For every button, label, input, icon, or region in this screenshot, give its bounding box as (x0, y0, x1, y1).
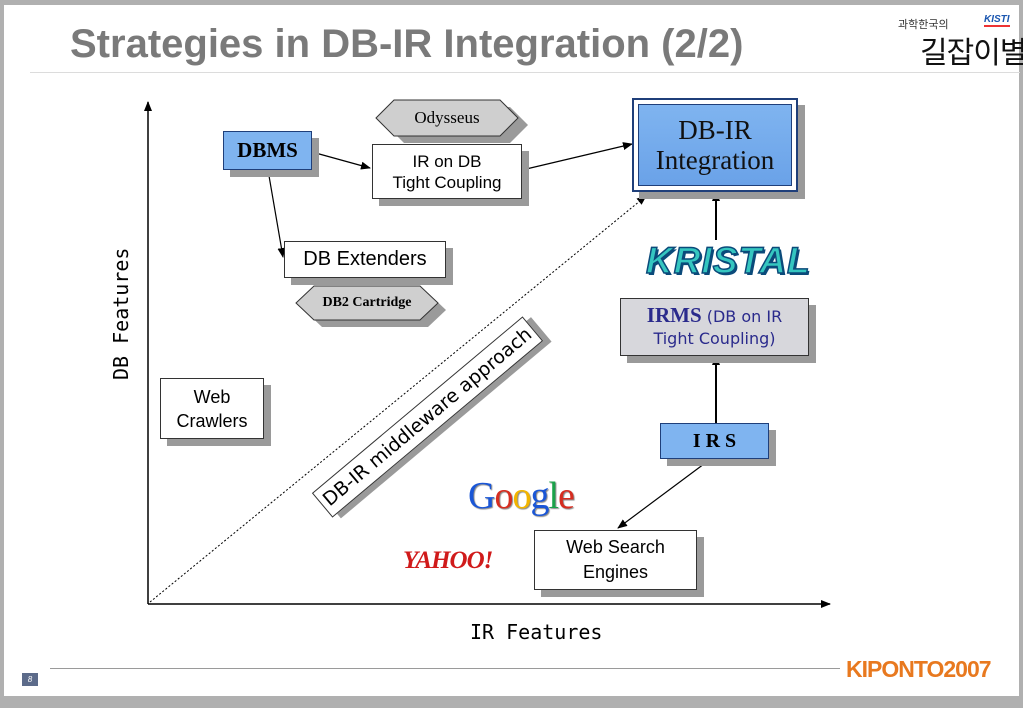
web-search-line1: Web Search (566, 537, 665, 557)
page-number: 8 (22, 673, 38, 686)
header-logo-small-text: 과학한국의 (898, 18, 949, 31)
arrow-dbms-to-ir-on-db (311, 151, 371, 170)
irms-line1: IRMS (DB on IR (647, 304, 782, 328)
frame-left (0, 0, 4, 708)
db-ir-integration-inner: DB-IR Integration (638, 104, 792, 186)
x-axis-label: IR Features (470, 620, 603, 644)
kristal-logo: KRISTAL (645, 239, 811, 282)
google-letter: l (548, 475, 559, 517)
dbms-box: DBMS (223, 131, 312, 170)
slide-title: Strategies in DB-IR Integration (2/2) (70, 22, 744, 66)
odysseus-hex (375, 99, 519, 137)
dbms-label: DBMS (237, 138, 298, 162)
ir-on-db-line2: Tight Coupling (392, 172, 502, 192)
footer-divider (50, 668, 840, 669)
db-ir-line2: Integration (655, 145, 775, 175)
irs-label: I R S (692, 429, 737, 452)
web-crawlers-line1: Web (193, 386, 231, 407)
frame-bottom (0, 696, 1023, 708)
web-search-line2: Engines (582, 562, 649, 582)
irs-box: I R S (660, 423, 769, 459)
db2-cartridge-label: DB2 Cartridge (322, 295, 412, 310)
db-ir-integration-box: DB-IR Integration (632, 98, 798, 192)
google-letter: o (494, 475, 513, 517)
db-extenders-box: DB Extenders (284, 241, 446, 278)
google-letter: g (530, 475, 549, 517)
arrow-ir-on-db-to-db-ir (521, 142, 633, 171)
google-letter: e (558, 475, 575, 517)
web-crawlers-box: Web Crawlers (160, 378, 264, 439)
footer-logo: KIPONTO2007 (846, 656, 992, 682)
title-divider (30, 72, 1020, 73)
db-ir-line1: DB-IR (678, 115, 752, 145)
ir-on-db-line1: IR on DB (412, 151, 482, 171)
irms-box: IRMS (DB on IR Tight Coupling) (620, 298, 809, 356)
header-logo-big-text: 길잡이별 (920, 36, 1023, 71)
header-logo: 과학한국의 KISTI 길잡이별 (898, 14, 1023, 71)
header-logo-brand: KISTI (984, 14, 1010, 27)
irms-line2: Tight Coupling) (653, 329, 776, 348)
irms-rest: (DB on IR (706, 307, 783, 326)
web-crawlers-line2: Crawlers (176, 410, 248, 431)
google-letter: o (512, 475, 531, 517)
diagonal-dotted-line (149, 195, 647, 603)
yahoo-logo: YAHOO! (403, 547, 493, 574)
google-letter: G (468, 475, 495, 517)
irms-bold: IRMS (646, 303, 702, 327)
web-search-engines-box: Web Search Engines (534, 530, 697, 590)
ir-on-db-box: IR on DB Tight Coupling (372, 144, 522, 199)
arrow-dbms-to-db-extenders (267, 169, 286, 258)
odysseus-label: Odysseus (414, 108, 480, 127)
arrow-irs-to-web-search (617, 457, 713, 529)
db-extenders-label: DB Extenders (303, 248, 427, 270)
y-axis-label: DB Features (109, 247, 133, 380)
google-logo: Google (468, 474, 575, 518)
db2-cartridge-hex (295, 285, 439, 321)
frame-right (1019, 0, 1023, 708)
frame-top (0, 0, 1023, 5)
